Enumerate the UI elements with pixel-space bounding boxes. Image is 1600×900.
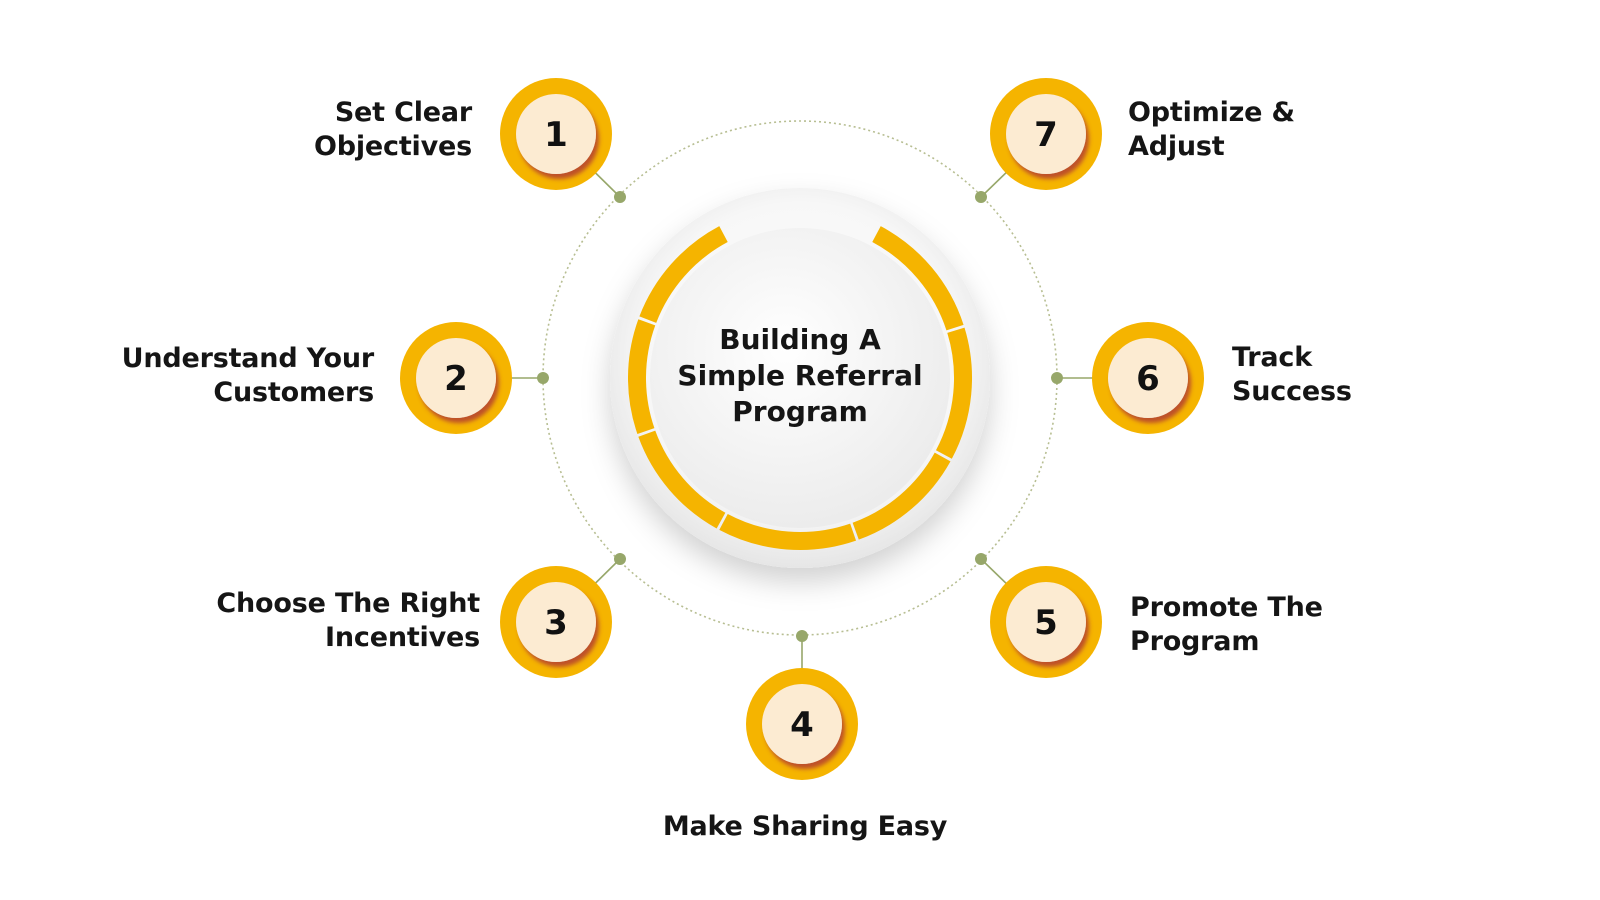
diagram-title: Building A Simple Referral Program [660, 322, 940, 430]
step-7-badge: 7 [990, 78, 1102, 190]
step-2-label-line-2: Customers [213, 377, 374, 408]
center-arc-segment-5 [638, 430, 726, 529]
step-6-label-line-1: Track [1232, 342, 1312, 373]
step-4-number: 4 [790, 705, 814, 745]
title-line-3: Program [732, 395, 868, 428]
step-6-label-line-2: Success [1232, 376, 1352, 407]
step-6-number: 6 [1136, 359, 1160, 399]
connector-dot-3 [614, 553, 626, 565]
step-4-badge: 4 [746, 668, 858, 780]
center-hub [610, 188, 990, 568]
step-6-badge: 6 [1092, 322, 1204, 434]
badge-inner-disc [1006, 582, 1086, 662]
badge-inner-disc [762, 684, 842, 764]
title-line-2: Simple Referral [677, 359, 923, 392]
step-3-number: 3 [544, 603, 568, 643]
badge-inner-disc [1006, 94, 1086, 174]
connector-dot-7 [975, 191, 987, 203]
step-5-label-line-2: Program [1130, 626, 1260, 657]
badge-inner-disc [416, 338, 496, 418]
step-4-label-line-1: Make Sharing Easy [662, 811, 948, 842]
connector-dot-5 [975, 553, 987, 565]
badge-inner-disc [516, 94, 596, 174]
badge-inner-disc [516, 582, 596, 662]
center-arc-segment-4 [719, 513, 857, 550]
step-badges: 1 2 3 4 5 6 7 [400, 78, 1204, 780]
step-5-badge: 5 [990, 566, 1102, 678]
step-1-label-line-1: Set Clear [334, 97, 472, 128]
step-7-number: 7 [1034, 115, 1058, 155]
step-5-label-line-1: Promote The [1130, 592, 1323, 623]
connector-dot-4 [796, 630, 808, 642]
badge-inner-disc [1108, 338, 1188, 418]
step-4-label: Make Sharing Easy [600, 810, 1010, 844]
step-2-badge: 2 [400, 322, 512, 434]
title-line-1: Building A [719, 323, 881, 356]
step-1-label-line-2: Objectives [314, 131, 472, 162]
center-arc-segment-7 [639, 226, 728, 323]
step-2-label: Understand Your Customers [121, 342, 375, 410]
connector-dot-1 [614, 191, 626, 203]
step-5-number: 5 [1034, 603, 1058, 643]
step-3-badge: 3 [500, 566, 612, 678]
step-3-label-line-2: Incentives [325, 622, 480, 653]
connector-dot-2 [537, 372, 549, 384]
center-arc-segments [628, 226, 973, 550]
center-inner-disc [650, 228, 950, 528]
center-arc-segment-1 [872, 226, 964, 331]
step-7-label-line-1: Optimize & [1128, 97, 1295, 128]
step-2-number: 2 [444, 359, 468, 399]
step-1-number: 1 [544, 115, 568, 155]
step-6-label: Track Success [1232, 341, 1352, 409]
center-arc-segment-2 [935, 327, 973, 459]
step-2-label-line-1: Understand Your [121, 343, 375, 374]
step-3-label: Choose The Right Incentives [216, 587, 480, 655]
step-1-badge: 1 [500, 78, 612, 190]
connector-lines [456, 133, 1148, 724]
center-arc-segment-3 [852, 452, 951, 540]
connector-dot-6 [1051, 372, 1063, 384]
center-arc-segment-6 [628, 319, 656, 435]
step-7-label: Optimize & Adjust [1128, 96, 1295, 164]
step-5-label: Promote The Program [1130, 591, 1323, 659]
step-3-label-line-1: Choose The Right [216, 588, 480, 619]
step-7-label-line-2: Adjust [1128, 131, 1225, 162]
step-1-label: Set Clear Objectives [314, 96, 472, 164]
